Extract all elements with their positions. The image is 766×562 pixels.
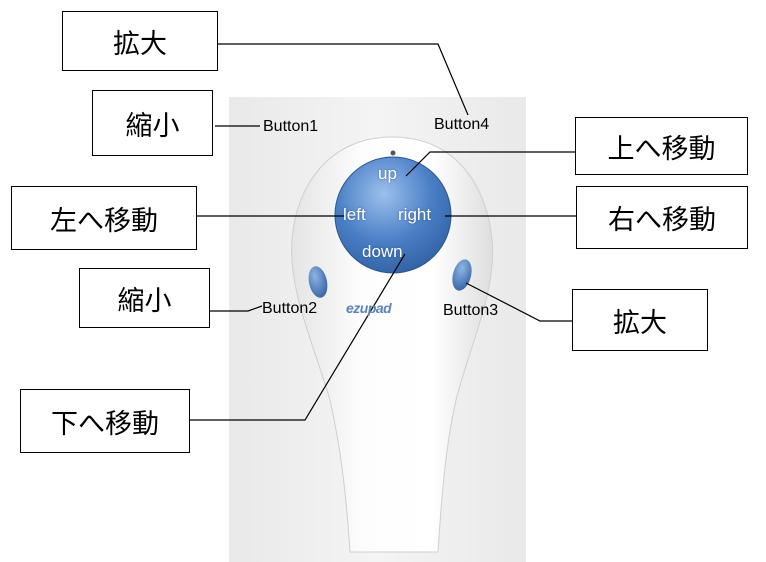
leader-move-up: [405, 151, 575, 177]
callout-zoom-in-right: 拡大: [572, 289, 708, 351]
callout-move-up: 上へ移動: [575, 117, 748, 175]
leader-zoom-out-left: [210, 305, 263, 312]
button4-label: Button4: [434, 116, 490, 133]
button3-label: Button3: [443, 302, 499, 319]
button1-label: Button1: [263, 118, 319, 135]
pad-left-label: left: [343, 205, 366, 224]
callout-move-right: 右へ移動: [576, 186, 748, 249]
pad-down-label: down: [362, 242, 403, 261]
callout-zoom-out-top: 縮小: [92, 90, 213, 156]
callout-zoom-out-left: 縮小: [79, 268, 210, 328]
pad-right-label: right: [398, 205, 432, 224]
leader-zoom-in-right: [465, 282, 572, 322]
button2-key: [308, 266, 328, 298]
brand-logo: ezupad: [346, 300, 392, 316]
pad-up-label: up: [378, 164, 397, 183]
leader-zoom-in-top: [218, 43, 469, 116]
indicator-dot: [390, 150, 396, 156]
callout-move-down: 下へ移動: [20, 389, 190, 453]
callout-move-left: 左へ移動: [11, 186, 197, 250]
callout-zoom-in-top: 拡大: [62, 11, 218, 71]
leader-move-down: [190, 253, 406, 421]
button2-label: Button2: [262, 300, 318, 317]
